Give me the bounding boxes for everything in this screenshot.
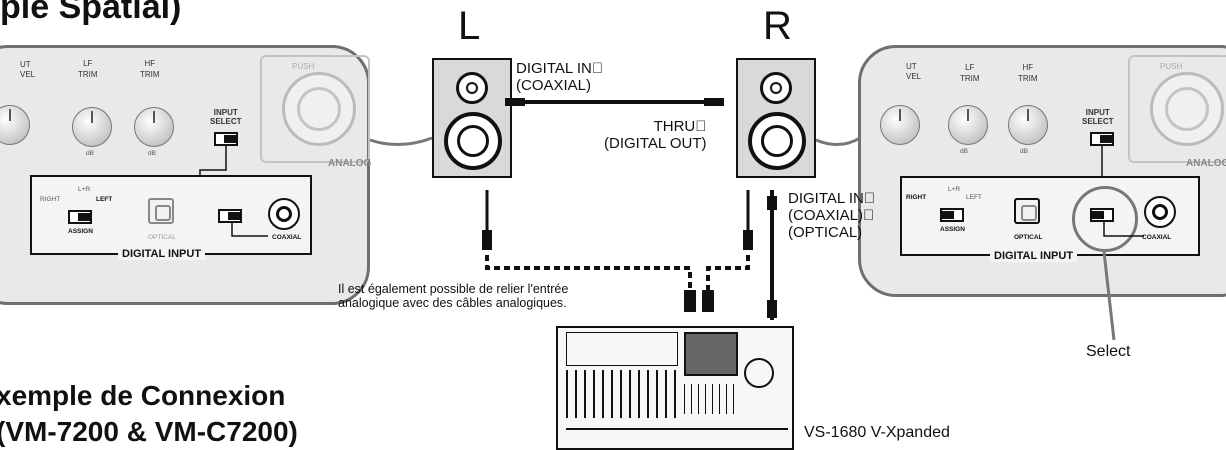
right-knob-label-1: UT VEL — [906, 62, 922, 81]
vs-1680-recorder — [556, 326, 794, 450]
right-left-label: LEFT — [966, 194, 982, 201]
recorder-label: VS-1680 V-Xpanded — [804, 424, 950, 441]
right-push-label: PUSH — [1160, 62, 1183, 71]
right-input-select-label: INPUT SELECT — [1082, 108, 1114, 126]
left-digital-input-label: DIGITAL INPUT — [118, 248, 206, 260]
right-analog-frame — [1128, 55, 1226, 163]
left-right-label: RIGHT — [40, 196, 61, 203]
right-digital-input-label: DIGITAL INPUT — [990, 250, 1078, 262]
left-coax-switch[interactable] — [218, 209, 242, 223]
right-hf-trim-knob — [1008, 105, 1048, 145]
right-level-knob — [880, 105, 920, 145]
select-label: Select — [1086, 343, 1131, 360]
left-input-select-label: INPUT SELECT — [210, 108, 242, 126]
right-speaker — [736, 58, 816, 178]
left-coaxial-jack — [268, 198, 300, 230]
left-analog-frame — [260, 55, 370, 163]
left-speaker-label: L — [458, 4, 481, 48]
left-input-select-switch[interactable] — [214, 132, 238, 146]
label-digital-in-coaxial: DIGITAL IN  (COAXIAL) — [516, 60, 604, 94]
left-knob-label-2: LF TRIM — [78, 59, 98, 79]
left-hf-trim-knob — [134, 107, 174, 147]
left-lf-trim-knob — [72, 107, 112, 147]
right-assign-switch[interactable] — [940, 208, 964, 222]
right-knob-label-2: LF TRIM — [960, 63, 980, 83]
left-optical-jack — [148, 198, 174, 224]
left-analog-label: ANALOG — [328, 158, 372, 169]
right-coaxial-jack — [1144, 196, 1176, 228]
left-assign-switch[interactable] — [68, 210, 92, 224]
right-optical-label: OPTICAL — [1014, 234, 1043, 241]
right-db-2: dB — [1020, 148, 1028, 155]
left-lr-label: L+R — [78, 186, 91, 193]
right-xlr-jack — [1150, 72, 1224, 146]
left-speaker — [432, 58, 512, 178]
select-highlight-circle — [1072, 186, 1138, 252]
right-speaker-label: R — [763, 4, 792, 48]
left-db-1: dB — [86, 150, 94, 157]
left-optical-label: OPTICAL — [148, 234, 176, 241]
left-knob-label-1: UT VEL — [20, 60, 36, 79]
left-left-label: LEFT — [96, 196, 113, 203]
top-heading: ple Spatial) — [0, 0, 182, 26]
label-digital-in-coax-optical: DIGITAL IN  (COAXIAL)  (OPTICAL) — [788, 190, 876, 241]
right-assign-label: ASSIGN — [940, 226, 965, 233]
right-lf-trim-knob — [948, 105, 988, 145]
right-knob-label-3: HF TRIM — [1018, 63, 1038, 83]
right-right-label: RIGHT — [906, 194, 927, 201]
left-db-2: dB — [148, 150, 156, 157]
analog-note: Il est également possible de relier l'en… — [338, 282, 569, 310]
left-xlr-jack — [282, 72, 356, 146]
right-input-select-switch[interactable] — [1090, 132, 1114, 146]
bottom-heading: xemple de Connexion (VM-7200 & VM-C7200) — [0, 380, 298, 447]
left-coaxial-label: COAXIAL — [272, 234, 302, 241]
left-knob-label-3: HF TRIM — [140, 59, 160, 79]
right-db-1: dB — [960, 148, 968, 155]
right-lr-label: L+R — [948, 186, 961, 193]
right-optical-jack — [1014, 198, 1040, 224]
right-analog-label: ANALOG — [1186, 158, 1226, 169]
right-coaxial-label: COAXIAL — [1142, 234, 1172, 241]
left-push-label: PUSH — [292, 62, 315, 71]
left-assign-label: ASSIGN — [68, 228, 93, 235]
label-thru-digital-out: THRU  (DIGITAL OUT) — [604, 118, 707, 152]
